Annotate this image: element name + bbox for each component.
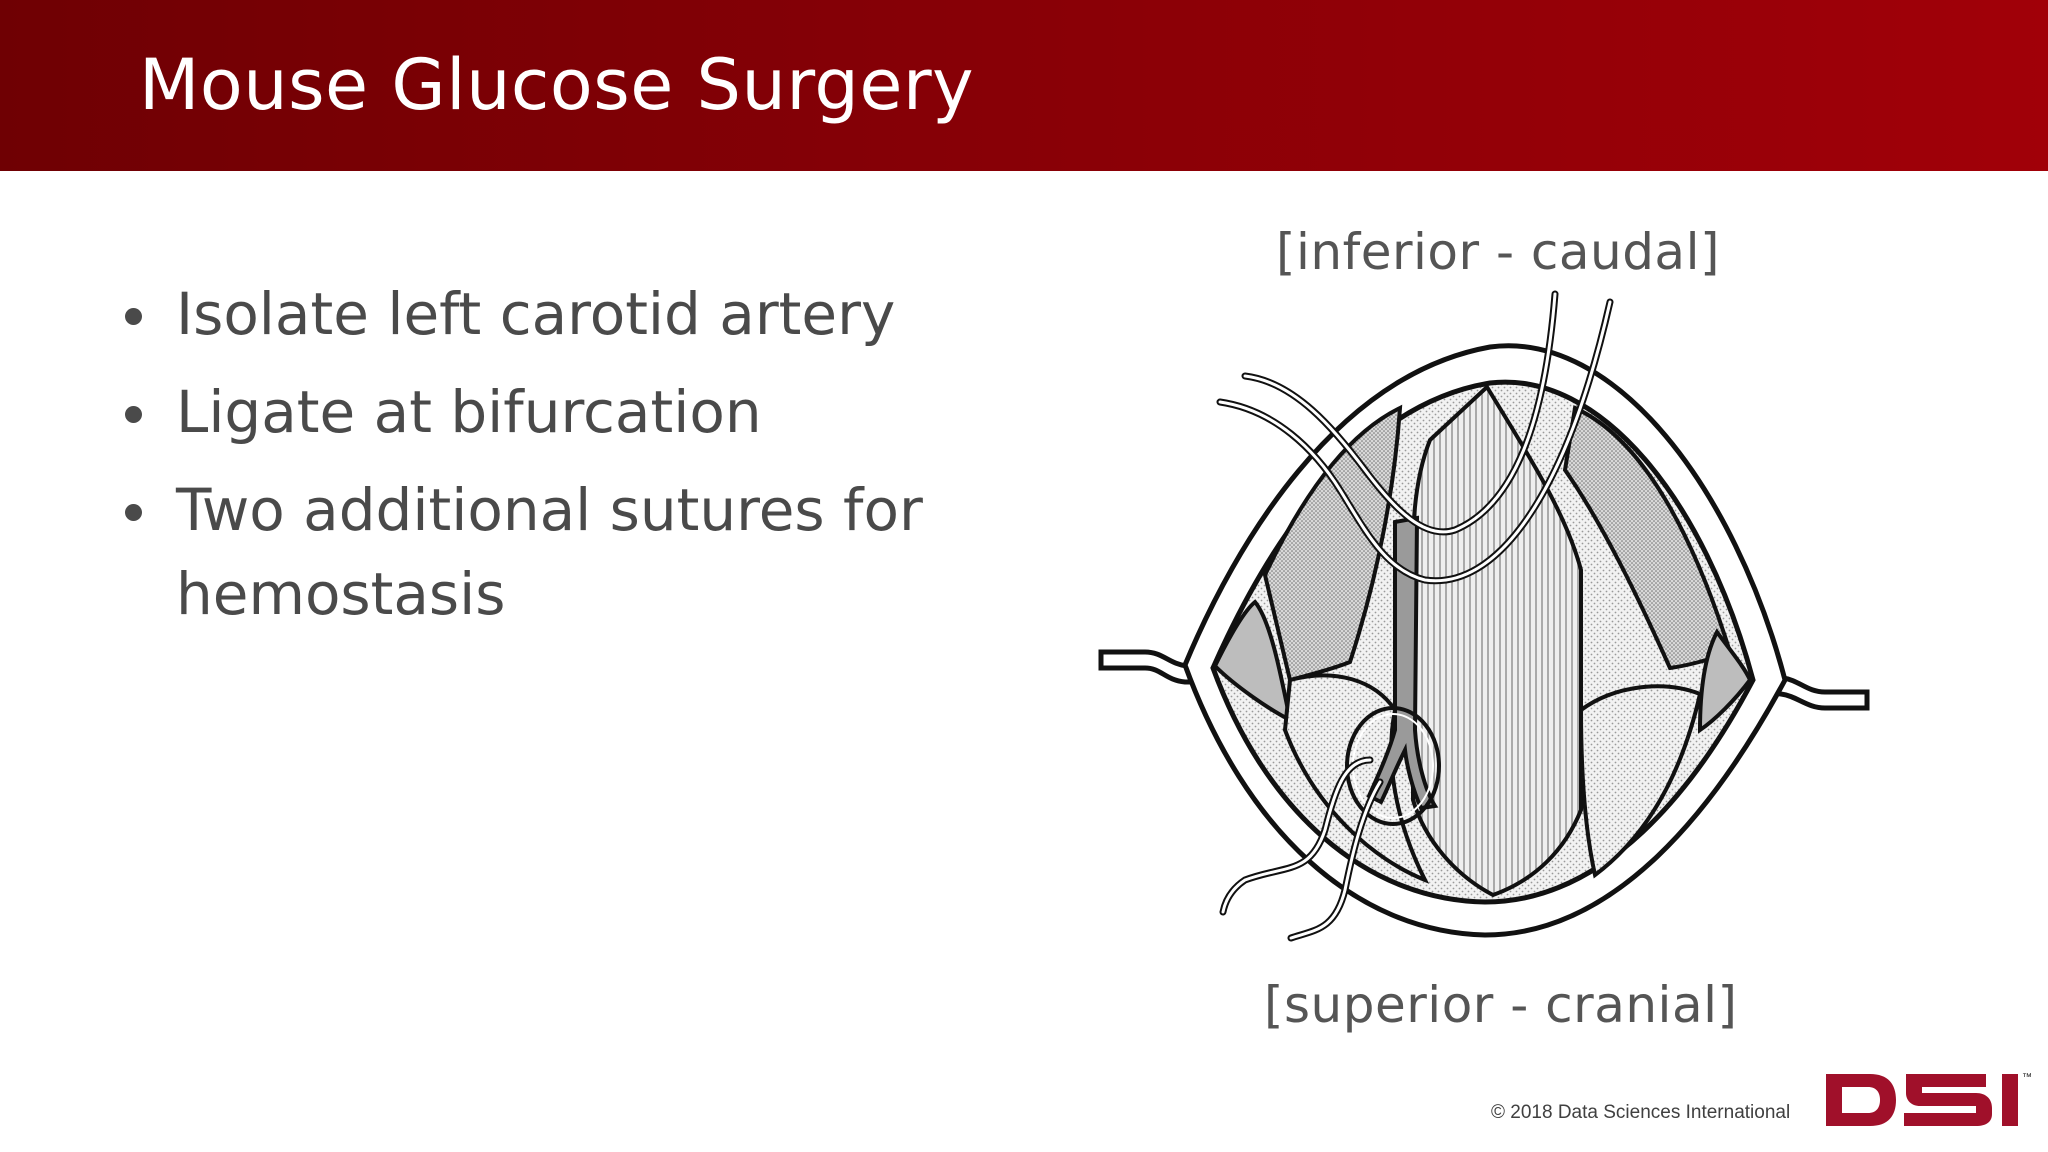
bullet-text: Isolate left carotid artery [176, 280, 896, 348]
suture-threads-icon [1216, 290, 1614, 942]
slide-title: Mouse Glucose Surgery [139, 44, 975, 126]
left-flap-icon [1212, 599, 1293, 724]
bullet-text: Two additional sutures for hemostasis [176, 476, 923, 628]
right-flap-icon [1697, 628, 1753, 734]
carotid-surgery-illustration [1098, 290, 1870, 942]
dsi-logo: ™ [1826, 1072, 2032, 1126]
title-bar: Mouse Glucose Surgery [0, 0, 2048, 171]
carotid-artery-icon [1366, 515, 1439, 811]
ligature-loop-icon [1345, 706, 1441, 826]
figure-label-superior: [superior - cranial] [1264, 976, 1738, 1034]
bullet-dot-icon [125, 406, 142, 423]
bullet-dot-icon [125, 504, 142, 521]
bullet-item: Isolate left carotid artery [118, 272, 978, 356]
bullet-item: Ligate at bifurcation [118, 370, 978, 454]
bullet-text: Ligate at bifurcation [176, 378, 762, 446]
bullet-dot-icon [125, 308, 142, 325]
trademark-symbol: ™ [2022, 1072, 2032, 1083]
copyright-text: © 2018 Data Sciences International [1491, 1102, 1791, 1123]
figure-label-inferior: [inferior - caudal] [1276, 223, 1720, 281]
lower-right-tissue-icon [1578, 684, 1703, 879]
bullet-item: Two additional sutures for hemostasis [118, 468, 978, 636]
bullet-list: Isolate left carotid artery Ligate at bi… [118, 272, 978, 650]
